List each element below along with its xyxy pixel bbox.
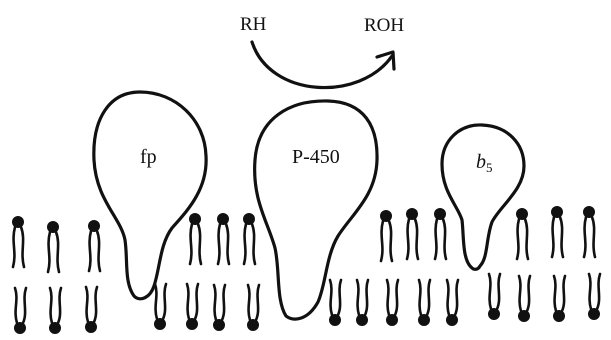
lipid-upper bbox=[551, 206, 563, 257]
substrate-label: RH bbox=[240, 14, 267, 35]
lipid-upper bbox=[380, 210, 392, 261]
lipid-upper bbox=[88, 220, 100, 271]
lipid-upper bbox=[243, 213, 255, 264]
lipid-lower bbox=[446, 280, 458, 326]
lipid-upper bbox=[47, 221, 59, 272]
lipid-lower bbox=[49, 288, 61, 334]
lipid-lower bbox=[329, 280, 341, 326]
lipid-upper bbox=[583, 206, 595, 257]
b5-label-base: b bbox=[476, 151, 486, 173]
lipid-upper bbox=[516, 208, 528, 259]
lipid-lower bbox=[85, 287, 97, 333]
b5-protein-shape bbox=[442, 125, 524, 269]
lipid-lower bbox=[588, 274, 600, 320]
p450-label: P-450 bbox=[292, 146, 340, 168]
lipid-upper bbox=[189, 213, 201, 264]
lipid-lower bbox=[553, 276, 565, 322]
b5-label-subscript: 5 bbox=[486, 160, 493, 175]
fp-label: fp bbox=[140, 146, 157, 168]
lipid-lower bbox=[213, 285, 225, 331]
lipid-lower bbox=[488, 274, 500, 320]
lipid-upper bbox=[406, 208, 418, 259]
lipid-lower bbox=[14, 288, 26, 334]
lipid-upper bbox=[217, 213, 229, 264]
lipid-lower bbox=[418, 280, 430, 326]
lipid-lower bbox=[518, 276, 530, 322]
lipid-lower bbox=[247, 285, 259, 331]
fp-protein-shape bbox=[94, 92, 206, 299]
lipid-upper bbox=[434, 208, 446, 259]
lipid-lower bbox=[386, 280, 398, 326]
lipid-lower bbox=[186, 284, 198, 330]
lipid-upper bbox=[12, 216, 24, 267]
reaction-arrow bbox=[252, 42, 394, 88]
lipid-lower bbox=[356, 280, 368, 326]
lipid-lower bbox=[154, 284, 166, 330]
product-label: ROH bbox=[364, 15, 404, 36]
